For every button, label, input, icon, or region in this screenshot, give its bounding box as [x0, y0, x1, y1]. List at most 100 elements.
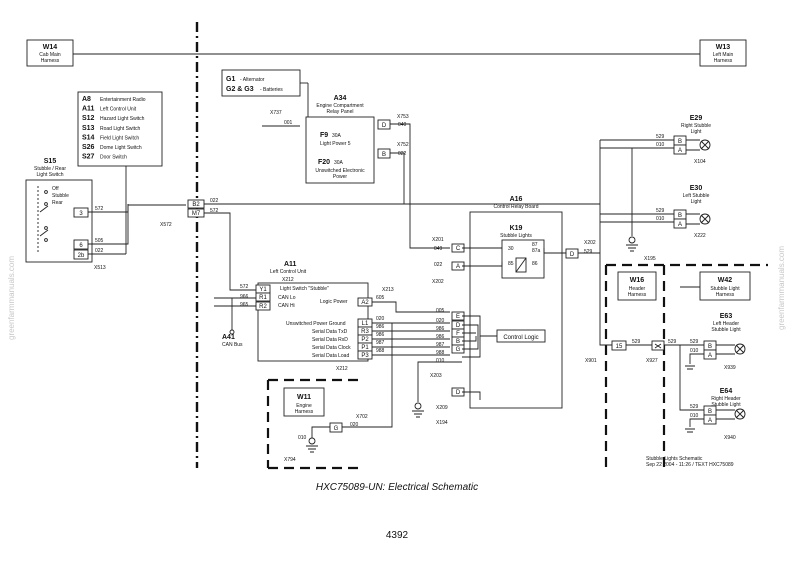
- svg-text:6: 6: [79, 243, 83, 249]
- svg-text:X939: X939: [724, 365, 736, 371]
- svg-text:529: 529: [584, 249, 593, 255]
- svg-text:Left Header: Left Header: [713, 321, 739, 327]
- svg-text:Harness: Harness: [714, 58, 733, 64]
- svg-text:A: A: [708, 353, 712, 359]
- svg-text:529: 529: [656, 208, 665, 214]
- svg-text:988: 988: [376, 348, 385, 354]
- legend-code: S14: [82, 134, 95, 141]
- svg-text:X212: X212: [282, 277, 294, 283]
- svg-text:Light: Light: [691, 129, 702, 135]
- svg-text:D: D: [382, 123, 387, 129]
- svg-text:529: 529: [690, 404, 699, 410]
- svg-text:010: 010: [690, 348, 699, 354]
- svg-text:988: 988: [436, 350, 445, 356]
- svg-text:A: A: [708, 418, 712, 424]
- svg-text:30: 30: [508, 246, 514, 252]
- svg-text:E29: E29: [690, 115, 703, 122]
- svg-text:E30: E30: [690, 185, 703, 192]
- a11-pin-label: R1: [259, 295, 267, 301]
- svg-text:010: 010: [298, 435, 307, 441]
- svg-text:Light Switch: Light Switch: [37, 172, 64, 178]
- svg-text:B: B: [678, 139, 682, 145]
- schematic-note: Stubble Lights Schematic Sep 22 2004 - 1…: [646, 456, 734, 468]
- svg-text:87: 87: [532, 242, 538, 248]
- svg-text:Harness: Harness: [628, 292, 647, 298]
- svg-text:Stubble Light: Stubble Light: [710, 286, 740, 292]
- svg-text:Right Header: Right Header: [711, 396, 741, 402]
- legend-desc: Field Light Switch: [100, 135, 139, 141]
- svg-text:986: 986: [376, 332, 385, 338]
- a11-pin-label: P3: [361, 353, 369, 359]
- svg-text:W16: W16: [630, 277, 645, 284]
- svg-text:Serial Data RxD: Serial Data RxD: [312, 337, 348, 343]
- a16-pin-label: C: [456, 246, 461, 252]
- a11-pin-label: R3: [361, 329, 369, 335]
- svg-text:986: 986: [436, 326, 445, 332]
- svg-text:X927: X927: [646, 358, 658, 364]
- svg-text:Light: Light: [691, 199, 702, 205]
- svg-text:040: 040: [398, 122, 407, 128]
- svg-text:987: 987: [376, 340, 385, 346]
- svg-text:X940: X940: [724, 435, 736, 441]
- svg-text:020: 020: [436, 318, 445, 324]
- svg-text:529: 529: [656, 134, 665, 140]
- svg-text:Left Stubble: Left Stubble: [683, 193, 710, 199]
- svg-text:020: 020: [376, 316, 385, 322]
- w11-harness-box: W11 Engine Harness: [283, 387, 325, 417]
- svg-text:020: 020: [350, 422, 359, 428]
- svg-text:CAN Hi: CAN Hi: [278, 303, 295, 309]
- svg-text:529: 529: [632, 339, 641, 345]
- svg-text:Engine: Engine: [296, 403, 312, 409]
- svg-text:010: 010: [656, 142, 665, 148]
- svg-text:X737: X737: [270, 110, 282, 116]
- a11-pin-label: R2: [259, 304, 267, 310]
- svg-text:Serial Data TxD: Serial Data TxD: [312, 329, 348, 335]
- svg-text:572: 572: [240, 284, 249, 290]
- svg-text:X195: X195: [644, 256, 656, 262]
- svg-text:Harness: Harness: [295, 409, 314, 415]
- svg-text:A41: A41: [222, 334, 235, 341]
- a16-pin-label: F: [456, 331, 460, 337]
- w14-harness-box: W14 Cab Main Harness: [26, 39, 74, 67]
- a16-pin-label: D: [456, 390, 461, 396]
- a11-pin-label: P2: [361, 337, 369, 343]
- svg-text:Relay Panel: Relay Panel: [327, 109, 354, 115]
- svg-text:X202: X202: [584, 240, 596, 246]
- svg-text:022: 022: [95, 248, 104, 254]
- w11-connector-x702: G X702 020: [329, 414, 368, 433]
- svg-text:Harness: Harness: [716, 292, 735, 298]
- a34-relay-panel: A34 Engine Compartment Relay Panel F9 30…: [270, 95, 409, 184]
- svg-text:Cab Main: Cab Main: [39, 52, 61, 58]
- svg-text:3: 3: [79, 211, 83, 217]
- svg-text:010: 010: [436, 358, 445, 364]
- svg-text:Header: Header: [629, 286, 646, 292]
- svg-text:986: 986: [376, 324, 385, 330]
- e63-left-header-stubble-light: E63 Left Header Stubble Light B A 529 01…: [690, 313, 746, 371]
- svg-text:- Alternator: - Alternator: [240, 77, 265, 83]
- a16-control-relay-board: A16 Control Relay Board K19 Stubble Ligh…: [430, 196, 596, 411]
- legend-code: S12: [82, 115, 95, 122]
- a16-pin-label: E: [456, 314, 460, 320]
- ground-x194: X194: [412, 361, 462, 426]
- e30-left-stubble-light: E30 Left Stubble Light B A 529 010 X222: [656, 185, 711, 239]
- svg-text:Stubble Light: Stubble Light: [711, 327, 741, 333]
- svg-text:Left Control Unit: Left Control Unit: [270, 269, 307, 275]
- legend-code: S26: [82, 144, 95, 151]
- svg-text:30A: 30A: [334, 160, 344, 166]
- page-number: 4392: [385, 530, 409, 541]
- svg-text:X752: X752: [397, 142, 409, 148]
- svg-text:B: B: [708, 409, 712, 415]
- svg-text:W42: W42: [718, 277, 733, 284]
- a11-pin-label: L1: [362, 321, 369, 327]
- svg-text:Power: Power: [333, 174, 348, 180]
- a16-pin-label: A: [456, 264, 460, 270]
- ground-x794: X794 010: [284, 435, 318, 463]
- svg-text:001: 001: [284, 120, 293, 126]
- svg-text:Serial Data Clock: Serial Data Clock: [312, 345, 351, 351]
- svg-text:- Batteries: - Batteries: [260, 87, 283, 93]
- w11-harness-boundary: [266, 378, 358, 470]
- svg-text:X794: X794: [284, 457, 296, 463]
- svg-text:X213: X213: [382, 287, 394, 293]
- svg-text:CAN Bus: CAN Bus: [222, 342, 243, 348]
